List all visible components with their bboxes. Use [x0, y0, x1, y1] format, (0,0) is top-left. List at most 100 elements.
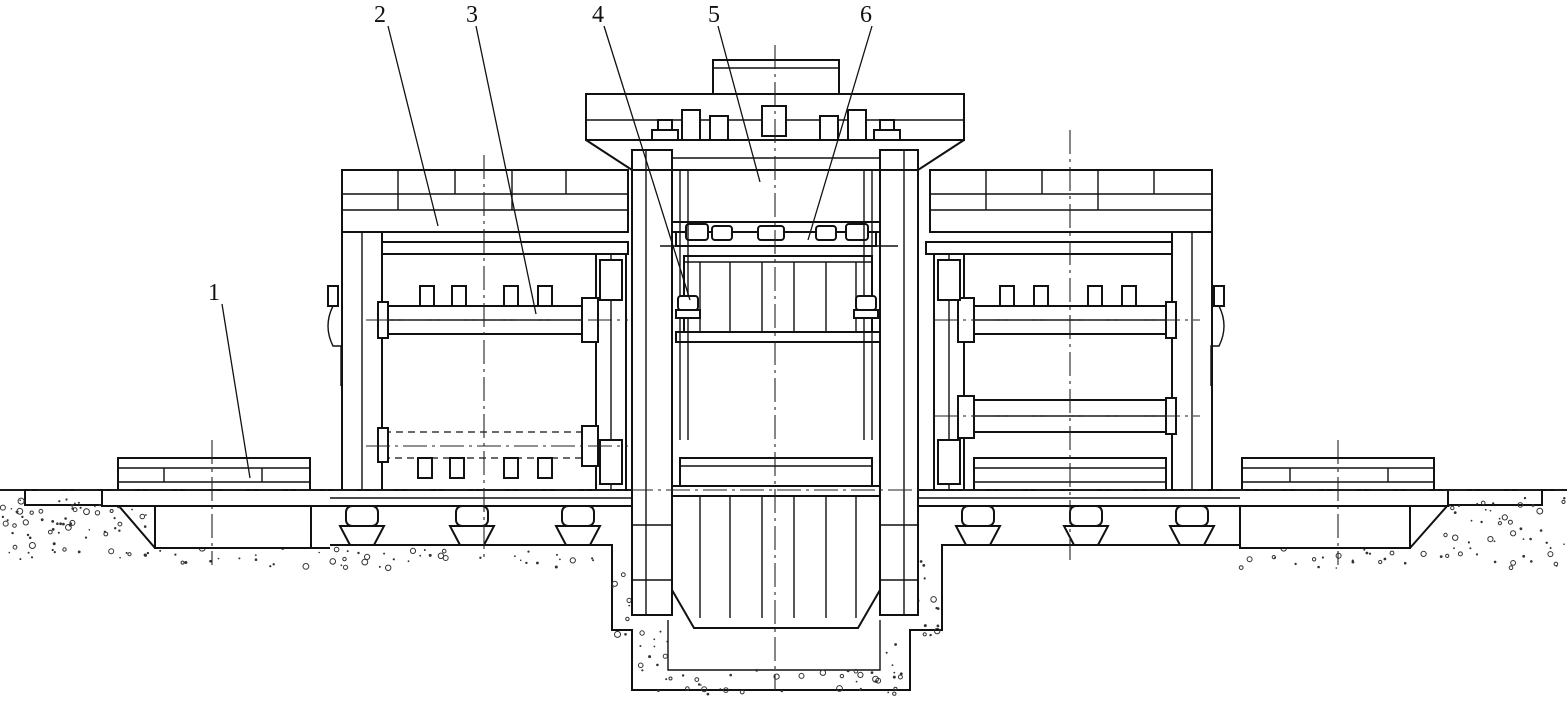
callout-5: 5 — [708, 2, 720, 28]
soil-dot — [409, 547, 417, 555]
soil-dot — [887, 691, 890, 694]
soil-dot — [79, 506, 82, 509]
soil-dot — [519, 559, 522, 562]
soil-dot — [892, 691, 897, 696]
soil-dot — [2, 520, 9, 527]
soil-dot — [361, 558, 369, 566]
soil-dot — [614, 630, 621, 638]
soil-dot — [639, 645, 642, 647]
soil-dot — [527, 550, 530, 553]
soil-dot — [1563, 497, 1566, 500]
soil-dot — [569, 557, 576, 564]
soil-dot — [1489, 509, 1492, 512]
soil-dot — [922, 564, 926, 567]
soil-dot — [780, 689, 783, 693]
soil-dot — [1311, 557, 1317, 562]
soil-dot — [853, 668, 859, 674]
soil-dot — [1507, 519, 1513, 525]
soil-dot — [180, 560, 185, 565]
soil-dot — [1363, 548, 1366, 551]
soil-dot — [665, 678, 668, 681]
callout-2: 2 — [374, 2, 386, 28]
soil-dot — [1519, 527, 1523, 531]
soil-dot — [254, 558, 258, 561]
soil-dot — [936, 624, 940, 628]
soil-dot — [209, 559, 212, 563]
soil-dot — [1508, 565, 1514, 571]
soil-dot — [559, 558, 561, 561]
lower-table — [632, 457, 918, 629]
soil-dot — [52, 542, 56, 546]
soil-dot — [637, 662, 644, 669]
soil-dot — [1452, 534, 1459, 541]
soil-dot — [919, 560, 923, 563]
soil-dot — [117, 521, 123, 527]
soil-dot — [893, 686, 898, 691]
soil-dot — [846, 669, 850, 673]
soil-dot — [22, 519, 29, 526]
soil-dot — [625, 616, 630, 622]
soil-dot — [84, 536, 88, 539]
soil-dot — [1317, 565, 1320, 569]
soil-dot — [143, 525, 147, 528]
soil-dot — [6, 519, 9, 522]
soil-dot — [1457, 504, 1460, 507]
soil-dot — [666, 640, 668, 643]
soil-dot — [626, 597, 632, 604]
soil-dot — [1498, 517, 1501, 520]
soil-dot — [28, 542, 36, 549]
soil-dot — [874, 680, 878, 683]
press-head — [660, 169, 898, 440]
soil-dot — [114, 527, 117, 530]
soil-dot — [8, 551, 11, 554]
soil-dot — [657, 689, 660, 692]
soil-dot — [836, 685, 843, 692]
soil-dot — [1470, 519, 1473, 522]
soil-dot — [659, 630, 662, 633]
soil-dot — [891, 664, 894, 667]
soil-dot — [56, 522, 59, 525]
soil-dot — [1539, 529, 1543, 532]
soil-dot — [437, 552, 445, 559]
soil-dot — [1420, 550, 1427, 558]
soil-dot — [855, 680, 858, 683]
soil-dot — [611, 586, 614, 589]
soil-dot — [269, 565, 272, 568]
soil-dot — [1453, 547, 1455, 550]
soil-dot — [773, 673, 780, 680]
callout-6: 6 — [860, 2, 872, 28]
soil-dot — [694, 677, 700, 682]
soil-dot — [1493, 540, 1496, 543]
soil-dot — [423, 549, 426, 551]
soil-dot — [639, 630, 645, 636]
soil-dot — [1351, 560, 1355, 564]
soil-dot — [894, 643, 897, 646]
soil-dot — [624, 633, 627, 636]
soil-dot — [1536, 507, 1544, 515]
soil-dot — [934, 627, 941, 635]
soil-dot — [53, 551, 56, 554]
soil-dot — [1522, 554, 1526, 558]
soil-dot — [1450, 505, 1455, 511]
soil-dot — [1480, 500, 1486, 506]
soil-dot — [857, 671, 864, 679]
soil-dot — [656, 663, 659, 667]
soil-dot — [723, 687, 729, 693]
soil-dot — [419, 554, 422, 557]
soil-dot — [1457, 551, 1463, 557]
soil-dot — [28, 536, 32, 540]
soil-dot — [1238, 565, 1244, 570]
soil-dot — [922, 632, 927, 637]
soil-dot — [1517, 502, 1524, 508]
soil-dot — [12, 544, 18, 550]
soil-dot — [57, 531, 60, 534]
soil-dot — [1555, 565, 1558, 567]
soil-dot — [899, 672, 903, 676]
soil-dot — [103, 530, 107, 533]
soil-dot — [1368, 552, 1372, 555]
soil-dot — [897, 674, 903, 680]
soil-dot — [16, 511, 19, 514]
soil-dot — [1271, 555, 1276, 560]
soil-dot — [70, 503, 74, 507]
soil-dot — [885, 651, 888, 654]
